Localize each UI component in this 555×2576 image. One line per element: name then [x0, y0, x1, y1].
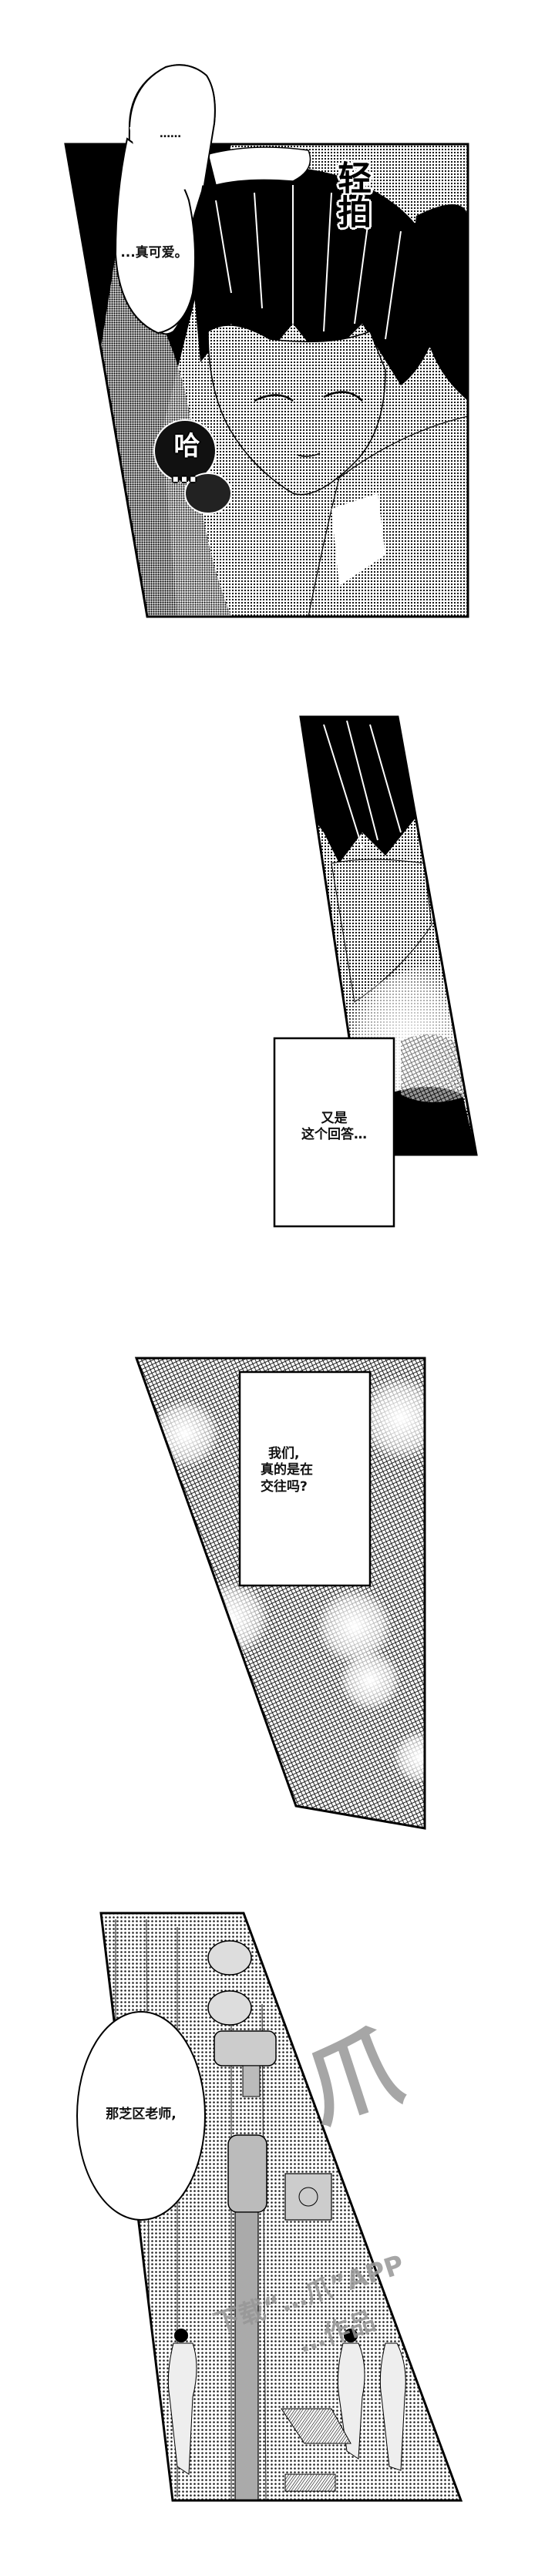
bubble-cute: ...真可爱。 [120, 245, 188, 261]
caption-box-2-shape [273, 1037, 395, 1228]
caption-box-2: 又是 这个回答… [274, 1111, 394, 1144]
caption-3-line-3: 交往吗? [261, 1478, 308, 1495]
bubble-teacher-shape [76, 2011, 206, 2221]
caption-box-3-shape [238, 1370, 372, 1587]
caption-3-line-1: 我们, [268, 1446, 300, 1461]
caption-box-3: 我们, 真的是在 交往吗? [261, 1446, 353, 1495]
bubble-ellipsis: …… [160, 128, 181, 140]
caption-2-line-2: 这个回答… [301, 1127, 367, 1143]
caption-2-line-1: 又是 [321, 1111, 348, 1126]
bubble-teacher: 那芝区老师, [106, 2107, 177, 2122]
sfx-ha: 哈… [169, 432, 200, 489]
caption-3-line-2: 真的是在 [261, 1462, 313, 1478]
sfx-pat: 轻拍 [331, 160, 372, 228]
